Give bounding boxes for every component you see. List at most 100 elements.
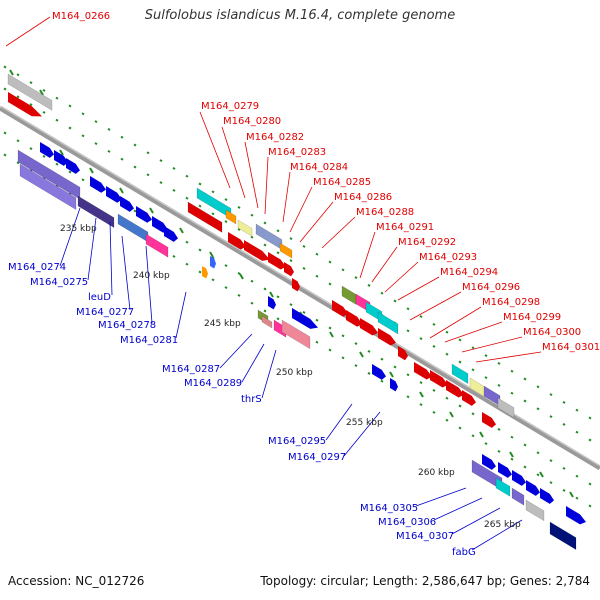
- leader-line: [384, 261, 419, 293]
- guide-dot: [393, 299, 397, 303]
- gene-label[interactable]: M164_0296: [462, 282, 520, 293]
- gene-feature: [261, 315, 273, 329]
- gene-arrow: [430, 370, 448, 388]
- gene-feature: [451, 363, 469, 385]
- tick-label-260: 260 kbp: [418, 468, 455, 478]
- guide-dot: [380, 357, 384, 361]
- gene-label[interactable]: M164_0306: [378, 517, 436, 528]
- guide-dot: [16, 73, 20, 77]
- gene-label[interactable]: M164_0283: [268, 147, 326, 158]
- gene-label[interactable]: M164_0307: [396, 531, 454, 542]
- gene-arrow: [106, 186, 122, 203]
- gene-label[interactable]: M164_0300: [523, 327, 581, 338]
- guide-dot: [367, 283, 371, 287]
- guide-dot: [250, 235, 254, 239]
- gene-label[interactable]: M164_0297: [288, 452, 346, 463]
- leader-line: [109, 221, 113, 296]
- guide-dot: [458, 360, 462, 364]
- gene-label[interactable]: M164_0281: [120, 335, 178, 346]
- guide-dot: [510, 435, 514, 439]
- gene-feature: [225, 209, 237, 225]
- guide-dot: [549, 459, 553, 463]
- gene-label[interactable]: M164_0301: [542, 342, 600, 353]
- gene-arrow: [292, 278, 300, 292]
- gene-label[interactable]: M164_0299: [503, 312, 561, 323]
- guide-dot: [497, 361, 501, 365]
- guide-dot: [419, 403, 423, 407]
- gene-label[interactable]: M164_0266: [52, 11, 110, 22]
- gene-label[interactable]: M164_0305: [360, 503, 418, 514]
- guide-dot: [29, 81, 33, 85]
- guide-dot: [549, 481, 553, 485]
- gene-label[interactable]: M164_0275: [30, 277, 88, 288]
- leader-line: [321, 216, 356, 249]
- gene-label[interactable]: M164_0292: [398, 237, 456, 248]
- gene-label[interactable]: M164_0278: [98, 320, 156, 331]
- gene-arrow: [136, 206, 152, 223]
- gene-label[interactable]: M164_0293: [419, 252, 477, 263]
- leader-line: [5, 16, 51, 47]
- leader-line: [444, 321, 503, 343]
- guide-dot: [419, 381, 423, 385]
- gene-features: [7, 73, 586, 551]
- gene-label[interactable]: M164_0288: [356, 207, 414, 218]
- leader-line: [175, 291, 187, 339]
- gene-label[interactable]: M164_0286: [334, 192, 392, 203]
- leader-line: [121, 235, 131, 311]
- gene-label[interactable]: M164_0298: [482, 297, 540, 308]
- guide-dot: [523, 443, 527, 447]
- leader-line: [59, 207, 81, 267]
- gene-label[interactable]: M164_0282: [246, 132, 304, 143]
- guide-dot: [315, 274, 319, 278]
- gene-label[interactable]: fabG: [452, 547, 476, 558]
- guide-dot: [315, 340, 319, 344]
- gene-label[interactable]: M164_0289: [184, 378, 242, 389]
- guide-dot: [42, 110, 46, 114]
- guide-dot: [471, 434, 475, 438]
- leader-line: [415, 487, 467, 507]
- gene-label[interactable]: M164_0279: [201, 101, 259, 112]
- guide-dot: [224, 220, 228, 224]
- gene-arrow: [390, 378, 398, 392]
- gene-label[interactable]: leuD: [88, 292, 111, 303]
- tick-mark: [9, 69, 14, 76]
- guide-dot: [68, 170, 72, 174]
- guide-dot: [29, 103, 33, 107]
- gene-arrow: [292, 308, 318, 329]
- guide-dot: [211, 212, 215, 216]
- guide-dot: [55, 118, 59, 122]
- guide-dot: [328, 282, 332, 286]
- guide-dot: [224, 198, 228, 202]
- tick-mark: [539, 471, 544, 478]
- guide-dot: [315, 252, 319, 256]
- gene-label[interactable]: M164_0274: [8, 262, 66, 273]
- leader-line: [219, 333, 253, 369]
- guide-dot: [341, 356, 345, 360]
- guide-dot: [510, 369, 514, 373]
- guide-dot: [29, 147, 33, 151]
- leader-line: [429, 306, 482, 339]
- guide-dot: [224, 286, 228, 290]
- gene-arrow: [90, 176, 106, 193]
- guide-dot: [159, 181, 163, 185]
- guide-dot: [3, 131, 7, 135]
- guide-dot: [16, 139, 20, 143]
- leader-line: [241, 343, 265, 383]
- gene-label[interactable]: M164_0284: [290, 162, 348, 173]
- tick-mark: [359, 351, 364, 358]
- guide-dot: [432, 388, 436, 392]
- leader-line: [409, 291, 462, 321]
- gene-label[interactable]: M164_0291: [376, 222, 434, 233]
- gene-label[interactable]: M164_0280: [223, 116, 281, 127]
- gene-arrow: [372, 364, 386, 380]
- gene-label[interactable]: M164_0295: [268, 436, 326, 447]
- gene-label[interactable]: M164_0294: [440, 267, 498, 278]
- guide-dot: [185, 240, 189, 244]
- gene-arrow: [346, 310, 362, 327]
- gene-label[interactable]: thrS: [241, 394, 262, 405]
- gene-label[interactable]: M164_0285: [313, 177, 371, 188]
- gene-label[interactable]: M164_0277: [76, 307, 134, 318]
- guide-dot: [250, 279, 254, 283]
- gene-label[interactable]: M164_0287: [162, 364, 220, 375]
